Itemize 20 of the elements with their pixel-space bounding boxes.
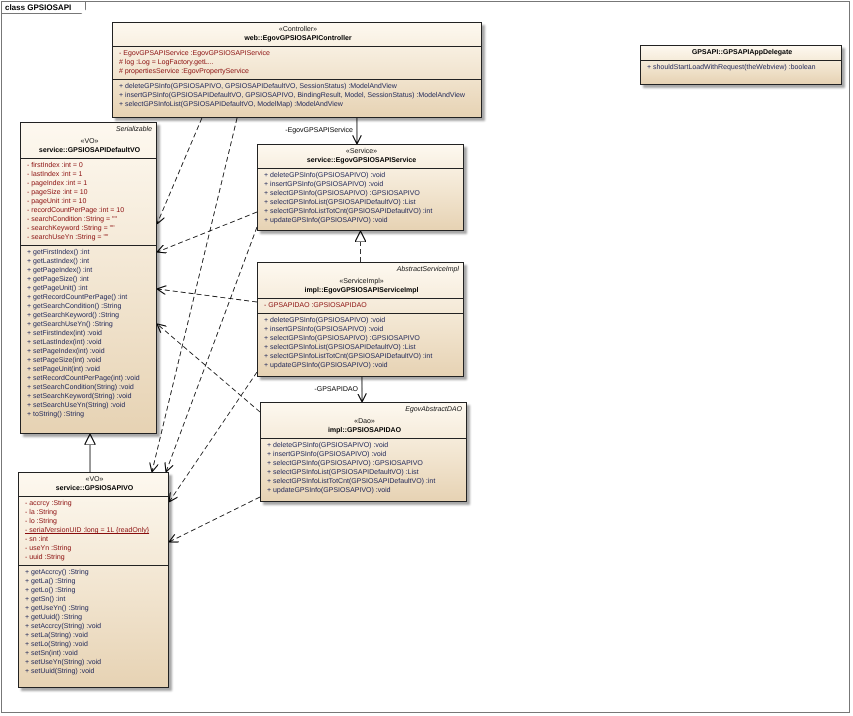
class-box: [257, 262, 464, 377]
generalization-arrow: [84, 433, 96, 472]
dependency-arrow: [156, 212, 258, 254]
frame-title-tab: class GPSIOSAPI: [2, 2, 86, 14]
dependency-arrow: [149, 118, 238, 473]
realization-arrow: [354, 230, 367, 262]
dependency-arrow: [156, 118, 202, 225]
dependency-arrow: [168, 496, 260, 543]
class-box: [640, 45, 842, 85]
class-box: [18, 472, 169, 688]
dependency-arrow: [156, 323, 260, 412]
class-box: [20, 122, 157, 434]
dependency-arrow: [168, 372, 258, 503]
class-box: [257, 144, 464, 231]
association-arrow: [352, 118, 362, 145]
association-arrow: [356, 376, 368, 403]
class-box: [112, 22, 482, 118]
dependency-arrow: [164, 226, 258, 473]
class-box: [260, 402, 467, 502]
dependency-arrow: [156, 285, 258, 302]
